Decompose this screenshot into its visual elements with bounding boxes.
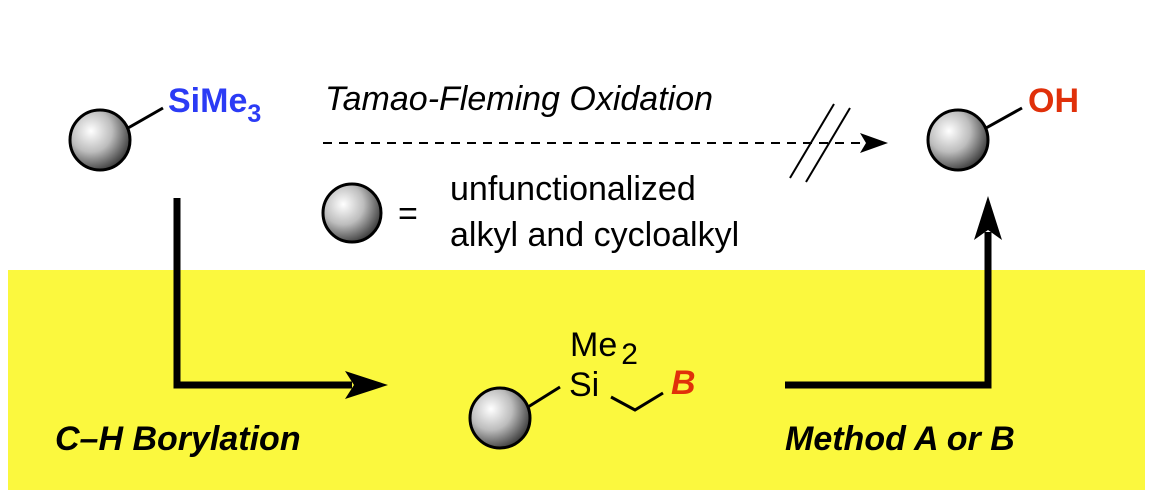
oxidation-arrowhead-icon — [974, 196, 1002, 240]
intermediate-me-subscript: 2 — [621, 338, 638, 371]
legend-equals: = — [398, 195, 418, 233]
svg-text:Me2: Me2 — [570, 326, 638, 371]
legend-line2: alkyl and cycloalkyl — [450, 216, 739, 254]
svg-text:SiMe3: SiMe3 — [168, 82, 261, 128]
substrate-sphere-icon — [926, 108, 990, 172]
method-label: Method A or B — [785, 420, 1015, 458]
substrate-sphere-icon — [468, 386, 532, 450]
dashed-arrowhead-icon — [860, 133, 888, 153]
start-molecule: SiMe3 — [68, 82, 261, 172]
intermediate-me: Me — [570, 326, 617, 364]
oxidation-arrow — [785, 232, 992, 389]
tamao-fleming-label: Tamao-Fleming Oxidation — [325, 80, 713, 118]
borylation-arrowhead-icon — [345, 371, 388, 399]
borylation-label: C–H Borylation — [55, 420, 301, 458]
blocked-slash — [805, 107, 851, 183]
product-label: OH — [1028, 82, 1079, 120]
intermediate-si: Si — [569, 366, 599, 404]
product-molecule: OH — [926, 82, 1079, 172]
substrate-sphere-icon — [68, 108, 132, 172]
highlight-band — [8, 270, 1145, 490]
start-subscript: 3 — [247, 100, 261, 128]
blocked-slash — [789, 103, 835, 179]
borylation-arrow — [173, 198, 352, 389]
start-label: SiMe — [168, 82, 247, 120]
legend-line1: unfunctionalized — [450, 170, 696, 208]
legend-sphere-icon — [321, 182, 383, 244]
intermediate-boron: B — [671, 364, 696, 402]
